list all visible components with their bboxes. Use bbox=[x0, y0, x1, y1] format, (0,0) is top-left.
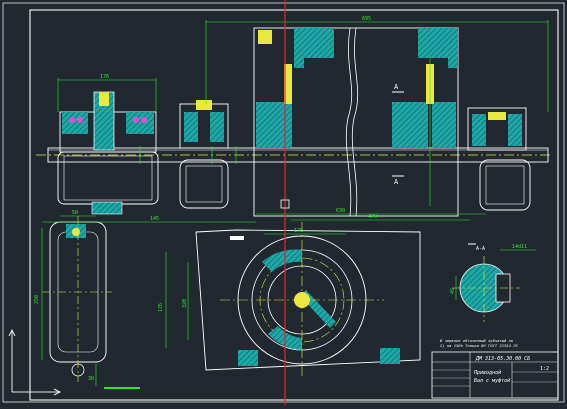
ucs-icon bbox=[8, 328, 62, 396]
dim-side-width: 50 bbox=[72, 210, 78, 216]
side-view-coupling bbox=[42, 216, 140, 389]
section-label-aa: A-A bbox=[476, 246, 485, 252]
dim-bottom-span: 630 bbox=[336, 208, 345, 214]
dimension-texts: 695 176 630 470 145 50 250 30 176 176 32… bbox=[34, 16, 527, 382]
dim-section-top: 14d11 bbox=[512, 244, 527, 250]
section-a-a bbox=[452, 256, 520, 322]
note-line-2: 2) на 150h Тольки 6Н ГОСТ 21354-76 bbox=[440, 343, 518, 348]
dim-center-left: 176 bbox=[158, 303, 164, 312]
dim-side-dim: 250 bbox=[34, 295, 40, 304]
section-cut-markers bbox=[392, 91, 476, 245]
title-block-title-2: Вал с муфтой bbox=[474, 378, 510, 384]
title-block: ДМ 313-05.30.00 СБ Приводной Вал с муфто… bbox=[431, 351, 559, 399]
main-shaft bbox=[47, 147, 549, 163]
dim-center-mid: 320 bbox=[182, 299, 188, 308]
title-block-title-1: Приводной bbox=[473, 370, 501, 376]
right-bearing-housing bbox=[467, 107, 531, 211]
dim-center-top: 176 bbox=[294, 228, 303, 234]
crosshair-cursor bbox=[280, 0, 290, 405]
dim-section-left: 45 bbox=[450, 288, 456, 294]
drive-drum bbox=[253, 27, 459, 217]
dim-top-overall: 695 bbox=[362, 16, 371, 22]
dim-side-small: 30 bbox=[88, 376, 94, 382]
left-bearing-housing bbox=[179, 100, 229, 209]
note-line-1: В червяке обточенный зубчатый по bbox=[440, 338, 514, 343]
cut-label-a-top: A bbox=[394, 83, 399, 91]
dim-bottom-inner: 470 bbox=[368, 214, 377, 220]
title-block-sheet: 1:2 bbox=[540, 366, 549, 372]
cut-label-a-bottom: A bbox=[394, 178, 399, 186]
title-block-doc-number: ДМ 313-05.30.00 СБ bbox=[475, 356, 530, 362]
end-view-assembly bbox=[195, 222, 421, 378]
dim-bottom-left: 145 bbox=[150, 216, 159, 222]
left-coupling-hub bbox=[57, 91, 159, 215]
technical-notes: В червяке обточенный зубчатый по 2) на 1… bbox=[440, 338, 518, 348]
dim-left-hub: 176 bbox=[100, 74, 109, 80]
dimension-lines bbox=[41, 20, 549, 386]
drawing-frame bbox=[2, 2, 565, 403]
